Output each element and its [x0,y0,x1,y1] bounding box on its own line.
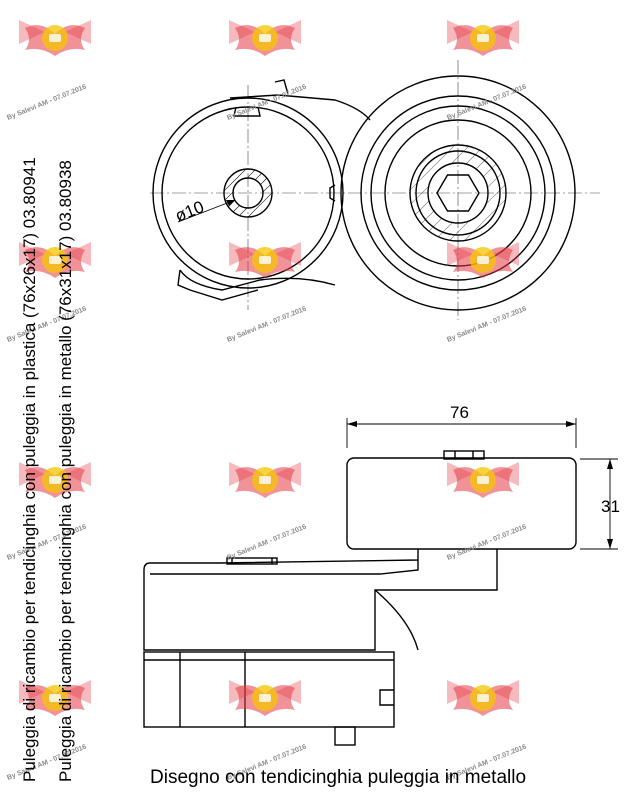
tensioner-outer-circle [152,97,344,289]
drawing-caption: Disegno con tendicinghia puleggia in met… [150,767,527,788]
watermark-text: By Salevi AM - 07.07.2016 [226,523,307,561]
pulley-width-label: 76 [450,403,469,422]
watermark-text: By Salevi AM - 07.07.2016 [446,83,527,121]
watermark-text: By Salevi AM - 07.07.2016 [446,305,527,343]
pulley-side [346,457,577,550]
caption-plastic-pulley: Puleggia di ricambio per tendicinghia co… [20,157,39,782]
bolt-hole [232,177,264,209]
tensioner-arm-outline [179,94,371,291]
pulley-rim-circle [360,95,556,291]
hub-circle [223,168,273,218]
watermark-text: By Salevi AM - 07.07.2016 [226,305,307,343]
pulley-height-label: 31 [601,497,620,516]
side-view: 76 31 [143,403,620,746]
watermark-logos [19,20,519,716]
watermark-text: By Salevi AM - 07.07.2016 [446,523,527,561]
tensioner-bracket [143,549,498,651]
caption-metal-pulley: Puleggia di ricambio per tendicinghia co… [56,160,75,782]
hole-diameter-label: ø10 [172,197,206,226]
pulley-outer-circle [340,75,576,311]
watermark-text: By Salevi AM - 07.07.2016 [226,83,307,121]
tensioner-inner-circle [161,106,335,280]
watermark-text: By Salevi AM - 07.07.2016 [6,83,87,121]
top-view: ø10 [150,60,600,320]
hex-socket-icon [436,174,480,212]
pulley-bearing-circle [415,150,501,236]
